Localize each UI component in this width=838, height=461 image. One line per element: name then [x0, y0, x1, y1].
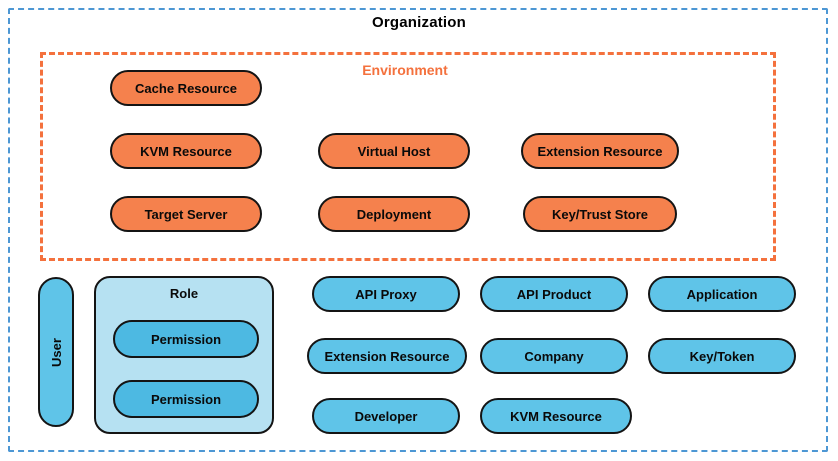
node-extension-resource-org: Extension Resource — [307, 338, 467, 374]
organization-title: Organization — [371, 14, 467, 31]
user-label: User — [48, 337, 64, 367]
node-api-proxy: API Proxy — [312, 276, 460, 312]
node-company: Company — [480, 338, 628, 374]
node-kvm-resource-org: KVM Resource — [480, 398, 632, 434]
node-cache-resource: Cache Resource — [110, 70, 262, 106]
node-application: Application — [648, 276, 796, 312]
node-developer: Developer — [312, 398, 460, 434]
organization-boundary — [8, 8, 828, 452]
node-role-container: Role Permission Permission — [94, 276, 274, 434]
node-key-token: Key/Token — [648, 338, 796, 374]
node-permission-2: Permission — [113, 380, 259, 418]
environment-boundary — [40, 52, 776, 261]
node-virtual-host: Virtual Host — [318, 133, 470, 169]
node-extension-resource-env: Extension Resource — [521, 133, 679, 169]
node-target-server: Target Server — [110, 196, 262, 232]
role-label: Role — [169, 286, 199, 301]
node-deployment: Deployment — [318, 196, 470, 232]
node-kvm-resource-env: KVM Resource — [110, 133, 262, 169]
environment-title: Environment — [362, 62, 448, 78]
node-api-product: API Product — [480, 276, 628, 312]
node-user: User — [38, 277, 74, 427]
node-key-trust-store: Key/Trust Store — [523, 196, 677, 232]
node-permission-1: Permission — [113, 320, 259, 358]
